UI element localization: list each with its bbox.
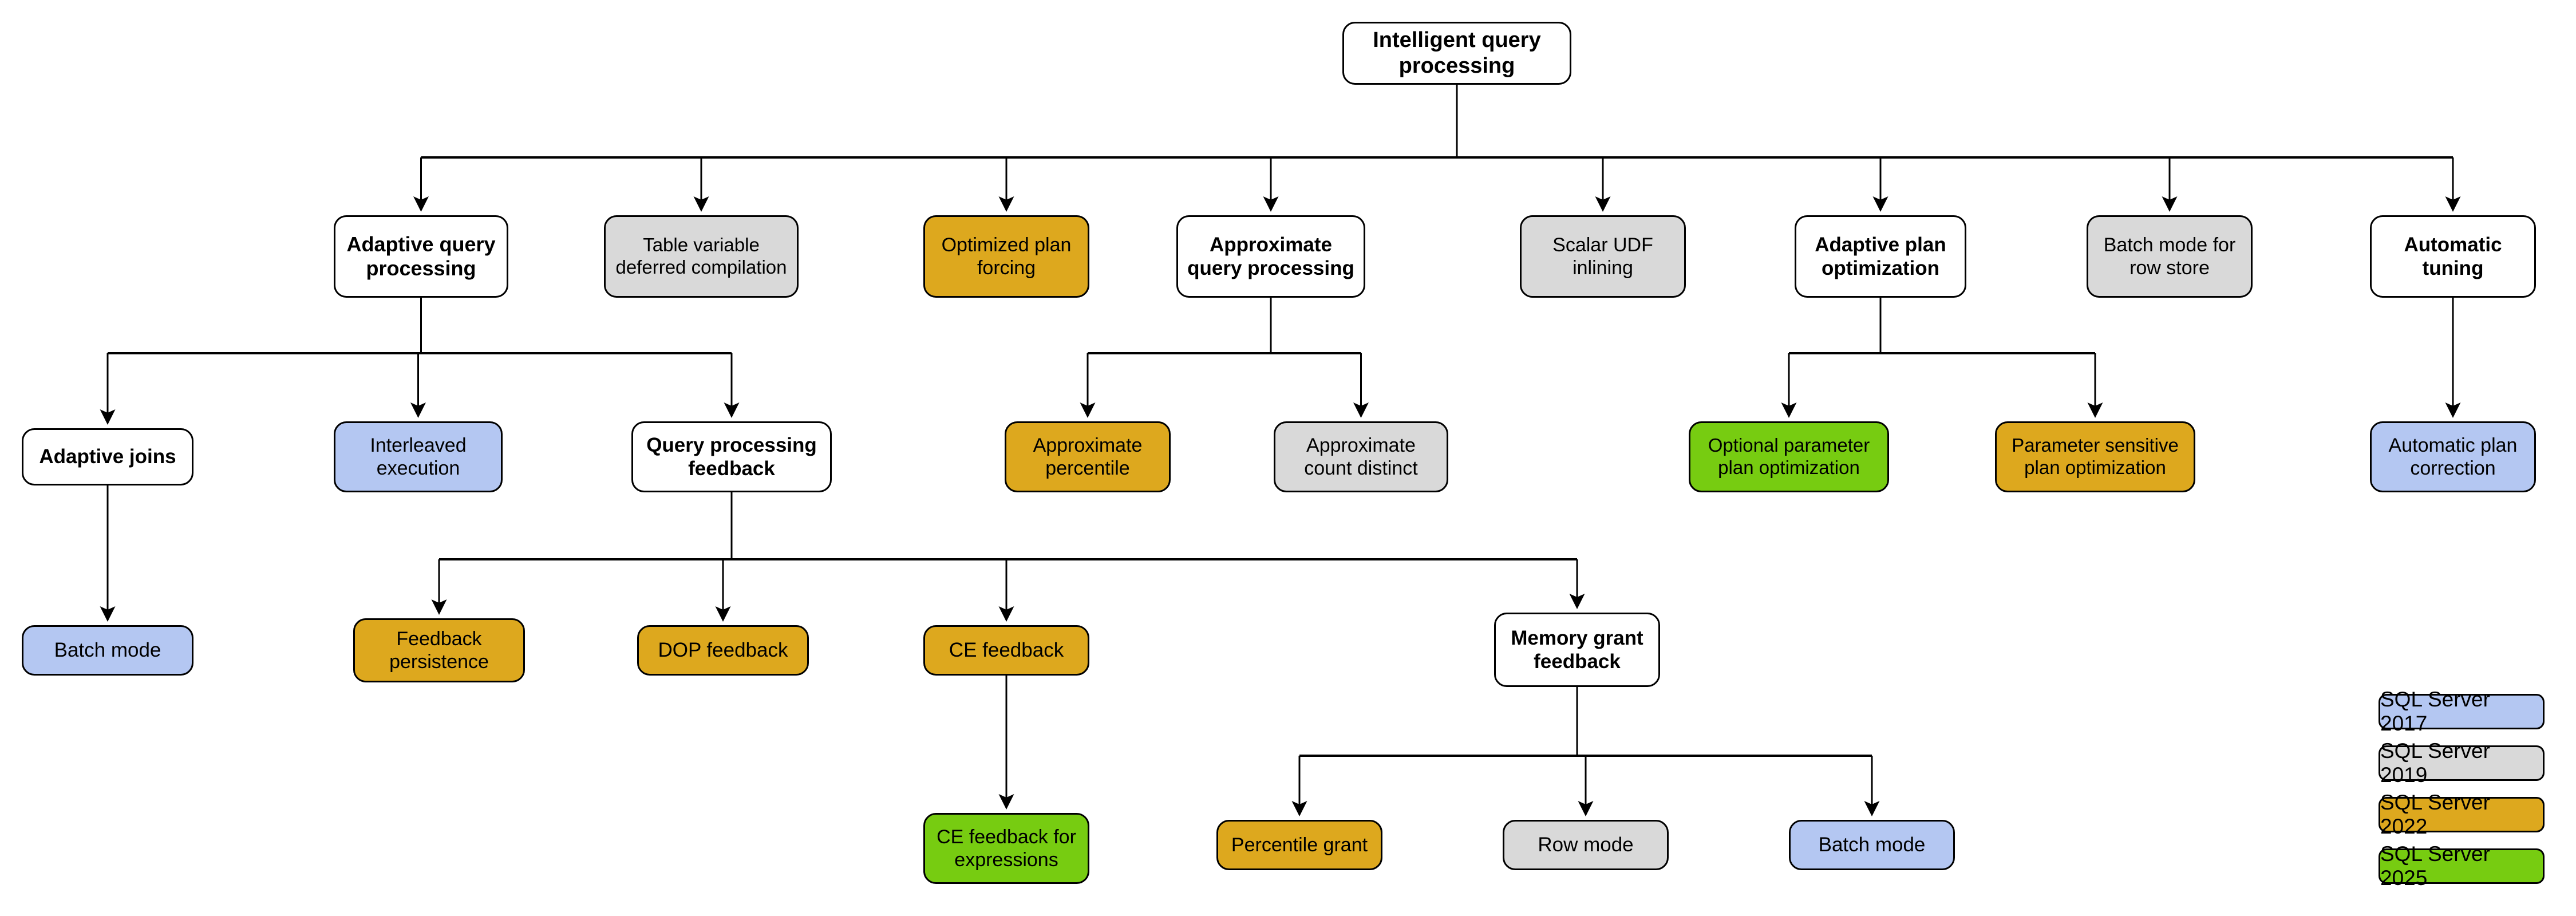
node-fbpersist[interactable]: Feedback persistence bbox=[353, 618, 525, 682]
node-label: Approximate percentile bbox=[1033, 434, 1143, 479]
node-apct[interactable]: Approximate percentile bbox=[1005, 421, 1171, 492]
legend-item-sql-server-2025: SQL Server 2025 bbox=[2379, 842, 2545, 890]
legend-item-sql-server-2017: SQL Server 2017 bbox=[2379, 688, 2545, 735]
node-label: CE feedback for expressions bbox=[937, 826, 1076, 871]
node-aqp[interactable]: Adaptive query processing bbox=[334, 215, 508, 298]
node-label: Automatic tuning bbox=[2404, 233, 2502, 279]
node-label: Batch mode bbox=[1818, 834, 1926, 856]
node-label: Automatic plan correction bbox=[2388, 434, 2518, 479]
node-oppo[interactable]: Optional parameter plan optimization bbox=[1689, 421, 1889, 492]
node-psp[interactable]: Parameter sensitive plan optimization bbox=[1995, 421, 2195, 492]
node-label: Table variable deferred compilation bbox=[615, 234, 787, 278]
node-tvdc[interactable]: Table variable deferred compilation bbox=[604, 215, 799, 298]
node-label: Adaptive plan optimization bbox=[1815, 233, 1946, 279]
node-dopfb[interactable]: DOP feedback bbox=[637, 625, 809, 676]
node-aqproc[interactable]: Approximate query processing bbox=[1176, 215, 1365, 298]
node-opf[interactable]: Optimized plan forcing bbox=[923, 215, 1089, 298]
node-label: Percentile grant bbox=[1231, 834, 1368, 856]
node-label: Batch mode for row store bbox=[2103, 234, 2236, 279]
legend-item-sql-server-2022: SQL Server 2022 bbox=[2379, 791, 2545, 838]
node-label: Adaptive query processing bbox=[346, 232, 496, 280]
node-qpf[interactable]: Query processing feedback bbox=[631, 421, 832, 492]
node-label: Batch mode bbox=[54, 639, 161, 662]
node-mgf[interactable]: Memory grant feedback bbox=[1494, 613, 1660, 687]
node-label: Intelligent query processing bbox=[1373, 28, 1541, 78]
node-udf[interactable]: Scalar UDF inlining bbox=[1520, 215, 1686, 298]
node-autotune[interactable]: Automatic tuning bbox=[2370, 215, 2536, 298]
node-label: Optimized plan forcing bbox=[941, 234, 1072, 279]
node-label: Approximate count distinct bbox=[1304, 434, 1418, 479]
node-label: Adaptive joins bbox=[39, 445, 176, 468]
legend-label: SQL Server 2025 bbox=[2380, 842, 2490, 890]
legend-item-sql-server-2019: SQL Server 2019 bbox=[2379, 739, 2545, 787]
legend-label: SQL Server 2017 bbox=[2380, 688, 2490, 735]
node-label: Approximate query processing bbox=[1187, 233, 1354, 279]
node-label: Row mode bbox=[1538, 834, 1634, 856]
node-root[interactable]: Intelligent query processing bbox=[1342, 22, 1571, 85]
node-batchmode1[interactable]: Batch mode bbox=[22, 625, 193, 676]
node-batchmode2[interactable]: Batch mode bbox=[1789, 820, 1955, 870]
node-label: Query processing feedback bbox=[646, 433, 817, 480]
node-label: Memory grant feedback bbox=[1511, 626, 1643, 673]
legend-label: SQL Server 2022 bbox=[2380, 791, 2490, 838]
node-label: Interleaved execution bbox=[370, 434, 467, 479]
node-label: Scalar UDF inlining bbox=[1552, 234, 1653, 279]
node-acd[interactable]: Approximate count distinct bbox=[1274, 421, 1448, 492]
node-label: Optional parameter plan optimization bbox=[1708, 435, 1870, 478]
node-apo[interactable]: Adaptive plan optimization bbox=[1795, 215, 1966, 298]
legend-label: SQL Server 2019 bbox=[2380, 739, 2490, 787]
node-label: DOP feedback bbox=[658, 639, 788, 662]
node-interleaved[interactable]: Interleaved execution bbox=[334, 421, 503, 492]
node-pctgrant[interactable]: Percentile grant bbox=[1216, 820, 1382, 870]
node-apc[interactable]: Automatic plan correction bbox=[2370, 421, 2536, 492]
node-bmrs[interactable]: Batch mode for row store bbox=[2087, 215, 2253, 298]
node-cefbexpr[interactable]: CE feedback for expressions bbox=[923, 813, 1089, 884]
node-label: Feedback persistence bbox=[389, 627, 489, 673]
node-cefb[interactable]: CE feedback bbox=[923, 625, 1089, 676]
node-adaptjoins[interactable]: Adaptive joins bbox=[22, 428, 193, 485]
node-label: CE feedback bbox=[949, 639, 1064, 662]
node-rowmode[interactable]: Row mode bbox=[1503, 820, 1669, 870]
node-label: Parameter sensitive plan optimization bbox=[2012, 435, 2179, 478]
